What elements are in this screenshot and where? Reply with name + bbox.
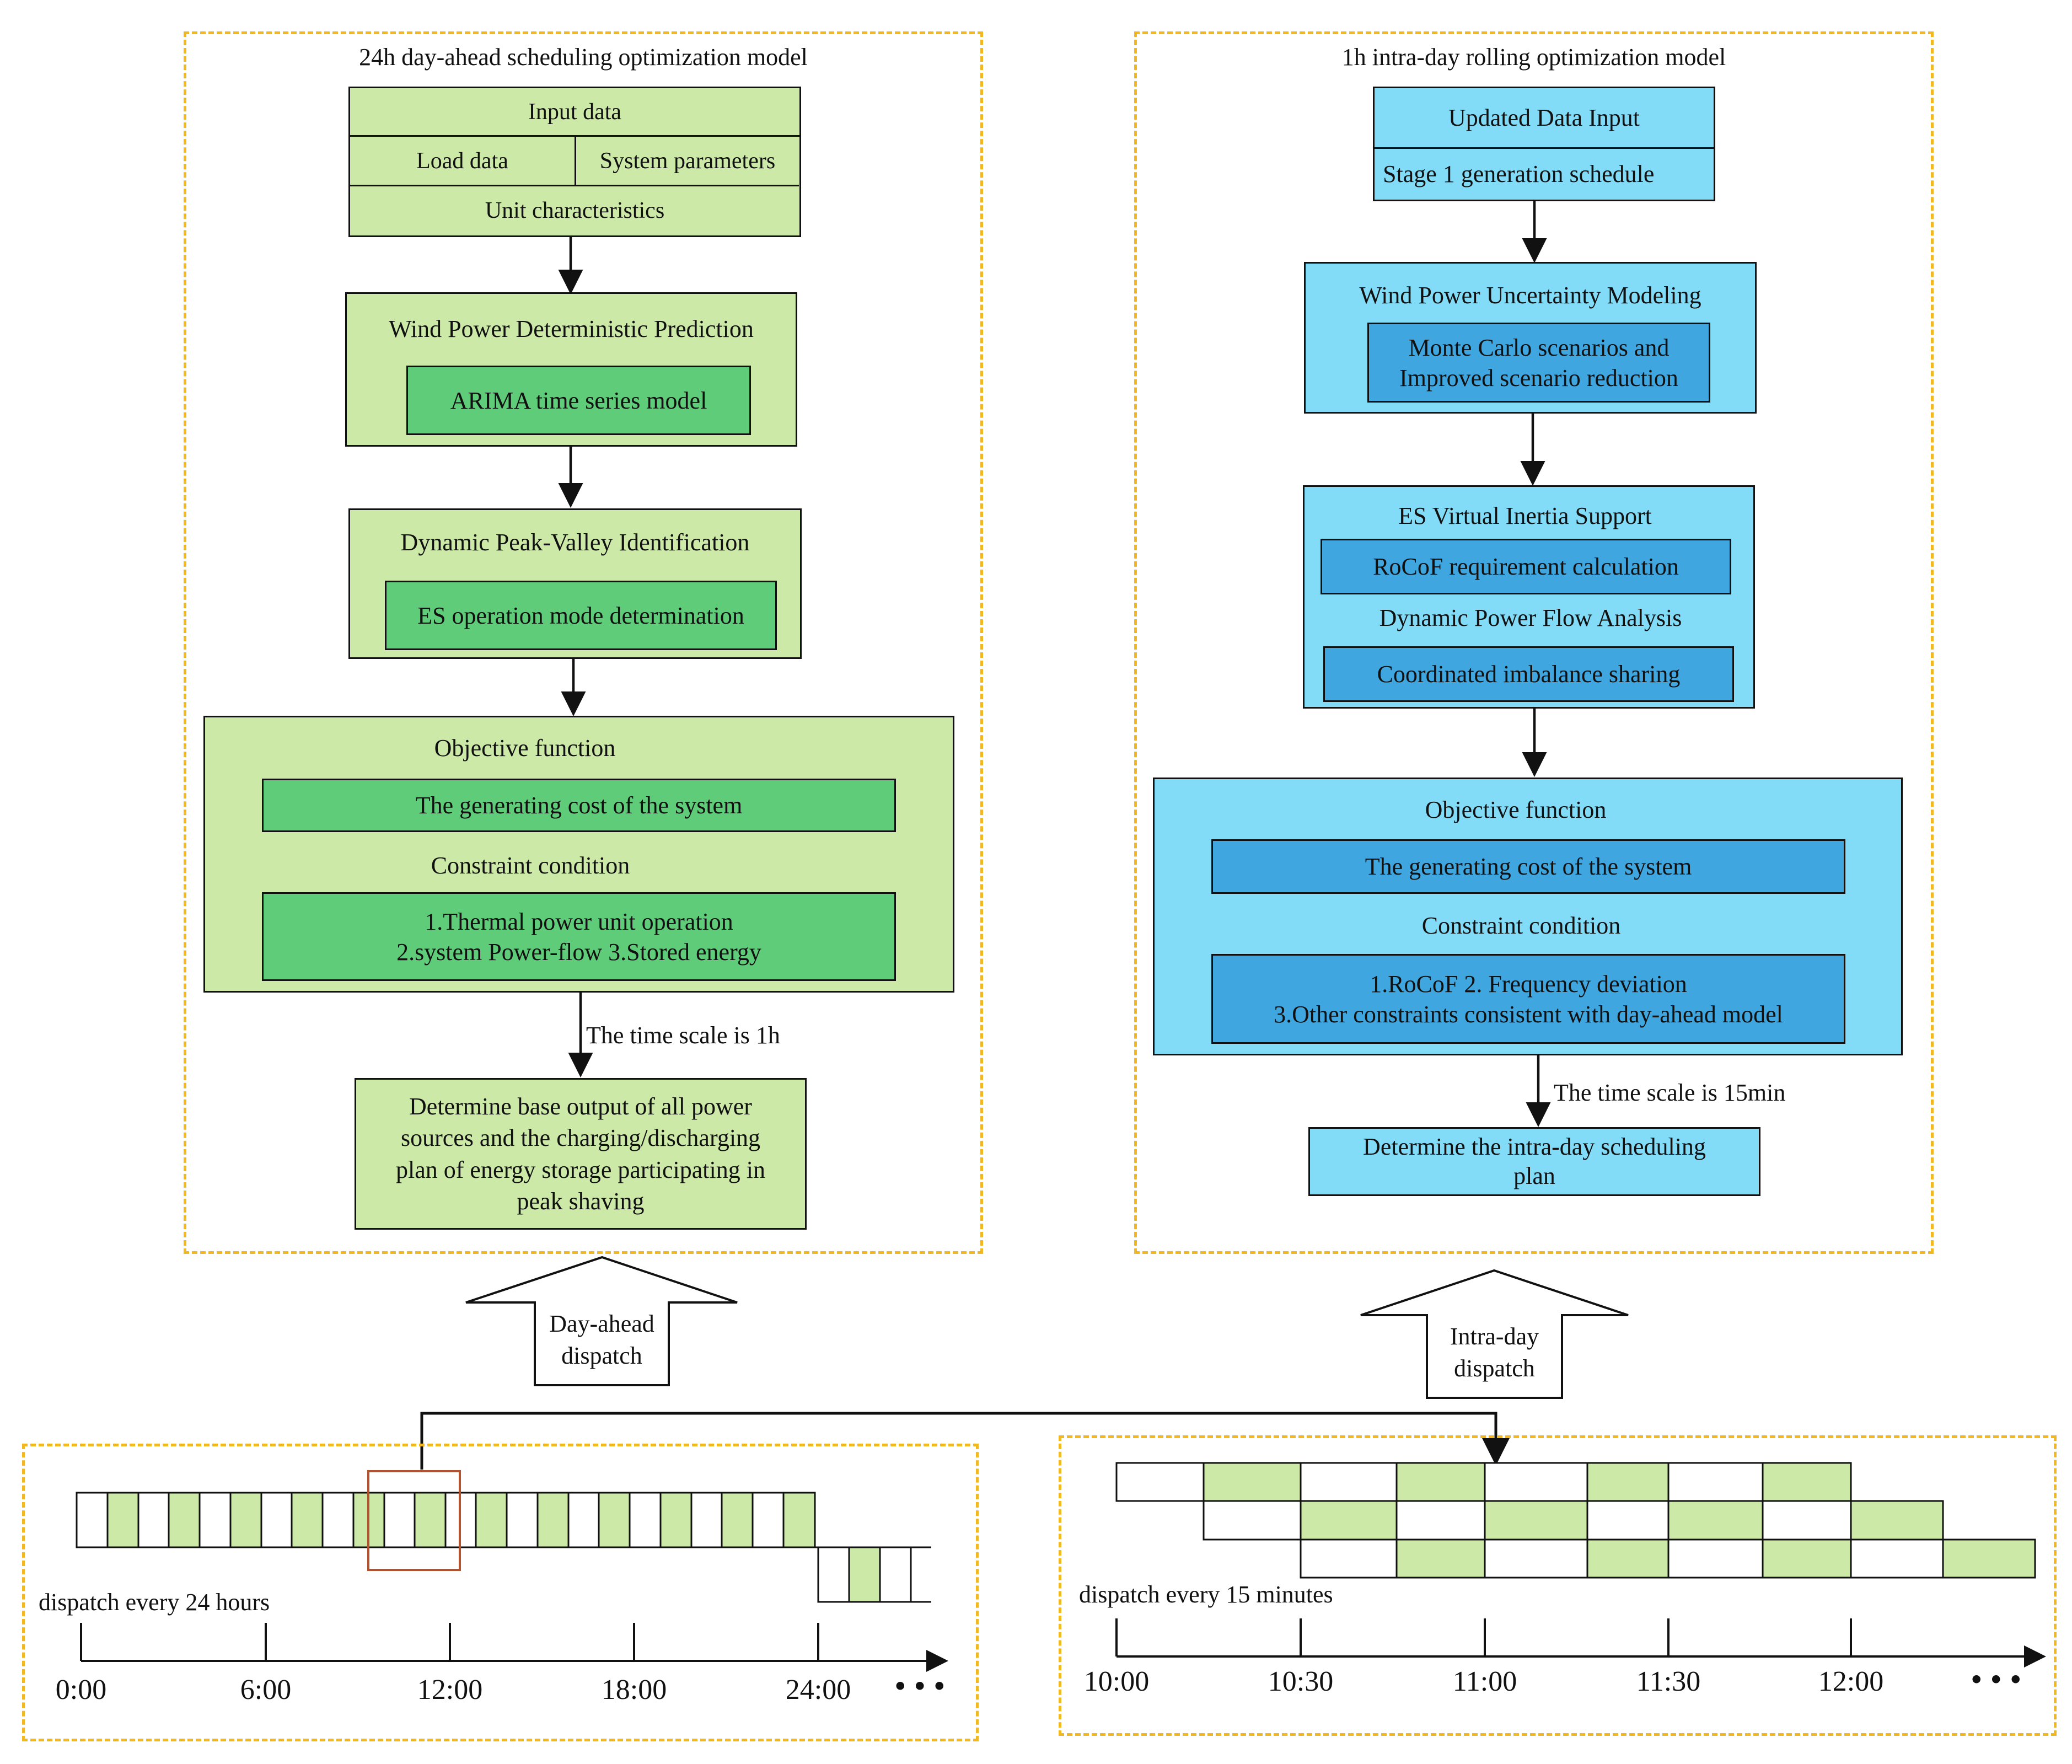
selected-hour-highlight xyxy=(367,1470,461,1571)
intra-day-caption: dispatch every 15 minutes xyxy=(1079,1581,1333,1608)
intra-day-rolling-grid xyxy=(1115,1462,2036,1579)
intra-day-model-frame xyxy=(1134,31,1934,1254)
monte-carlo-line-2: Improved scenario reduction xyxy=(1399,364,1678,392)
input-data-header: Input data xyxy=(350,88,799,137)
power-flow-title: Dynamic Power Flow Analysis xyxy=(1379,604,1682,631)
right-constraints-box: 1.RoCoF 2. Frequency deviation 3.Other c… xyxy=(1211,954,1845,1044)
wind-prediction-title: Wind Power Deterministic Prediction xyxy=(389,315,754,342)
intra-day-axis xyxy=(1115,1618,2046,1668)
left-output-line-1: Determine base output of all power xyxy=(409,1093,752,1120)
day-ahead-caption: dispatch every 24 hours xyxy=(39,1589,270,1616)
intra-day-tick-2: 11:00 xyxy=(1452,1666,1517,1697)
right-constraint-title: Constraint condition xyxy=(1421,912,1621,939)
left-constraint-line-2: 2.system Power-flow 3.Stored energy xyxy=(396,938,761,966)
system-parameters-cell: System parameters xyxy=(576,137,799,186)
right-constraint-line-2: 3.Other constraints consistent with day-… xyxy=(1274,1000,1783,1028)
intra-day-timeline-frame xyxy=(1059,1435,2057,1736)
right-generating-cost-box: The generating cost of the system xyxy=(1211,839,1845,894)
day-ahead-tick-1: 6:00 xyxy=(240,1674,292,1706)
monte-carlo-line-1: Monte Carlo scenarios and xyxy=(1408,334,1670,361)
es-virtual-inertia-title: ES Virtual Inertia Support xyxy=(1398,502,1652,529)
updated-data-input: Updated Data Input xyxy=(1375,88,1714,149)
intra-day-tick-1: 10:30 xyxy=(1268,1666,1334,1697)
right-output-box: Determine the intra-day scheduling plan xyxy=(1308,1127,1760,1196)
rocof-requirement-box: RoCoF requirement calculation xyxy=(1321,539,1731,594)
es-operation-mode-box: ES operation mode determination xyxy=(385,581,777,650)
left-panel-title: 24h day-ahead scheduling optimization mo… xyxy=(359,44,808,71)
coordinated-sharing-box: Coordinated imbalance sharing xyxy=(1323,646,1734,702)
monte-carlo-box: Monte Carlo scenarios and Improved scena… xyxy=(1367,323,1710,403)
peak-valley-title: Dynamic Peak-Valley Identification xyxy=(400,529,750,556)
intra-day-tick-4: 12:00 xyxy=(1818,1666,1884,1697)
left-constraint-line-1: 1.Thermal power unit operation xyxy=(425,908,733,935)
right-constraint-line-1: 1.RoCoF 2. Frequency deviation xyxy=(1370,970,1687,998)
right-output-line-1: Determine the intra-day scheduling xyxy=(1363,1133,1706,1160)
input-data-block: Input data Load data System parameters U… xyxy=(348,87,801,237)
updated-data-block: Updated Data Input Stage 1 generation sc… xyxy=(1373,87,1715,201)
right-objective-title: Objective function xyxy=(1425,796,1607,823)
right-time-scale-label: The time scale is 15min xyxy=(1554,1079,1786,1106)
uncertainty-title: Wind Power Uncertainty Modeling xyxy=(1359,282,1701,309)
left-output-line-3: plan of energy storage participating in xyxy=(396,1156,765,1183)
left-output-line-4: peak shaving xyxy=(517,1187,645,1215)
intra-day-arrow-label-1: Intra-day xyxy=(1450,1323,1539,1350)
day-ahead-arrow-label-2: dispatch xyxy=(561,1342,642,1369)
right-panel-title: 1h intra-day rolling optimization model xyxy=(1341,44,1726,71)
day-ahead-model-frame xyxy=(184,31,983,1254)
load-data-cell: Load data xyxy=(350,137,576,186)
day-ahead-timeline-frame xyxy=(22,1444,979,1741)
left-output-line-2: sources and the charging/discharging xyxy=(400,1124,761,1152)
day-ahead-tick-3: 18:00 xyxy=(601,1674,667,1706)
day-ahead-ellipsis: ••• xyxy=(892,1671,951,1703)
day-ahead-arrow-label-1: Day-ahead xyxy=(549,1310,654,1337)
right-output-line-2: plan xyxy=(1513,1162,1555,1189)
left-constraints-box: 1.Thermal power unit operation 2.system … xyxy=(262,892,896,981)
intra-day-tick-3: 11:30 xyxy=(1636,1666,1701,1697)
day-ahead-tick-0: 0:00 xyxy=(55,1674,107,1706)
left-objective-title: Objective function xyxy=(434,734,616,762)
left-constraint-title: Constraint condition xyxy=(431,852,630,879)
intra-day-tick-0: 10:00 xyxy=(1083,1666,1150,1697)
day-ahead-dispatch-arrow xyxy=(465,1256,738,1386)
day-ahead-slot-strip xyxy=(76,1470,931,1603)
day-ahead-axis xyxy=(80,1623,948,1672)
intra-day-arrow-label-2: dispatch xyxy=(1454,1355,1535,1382)
left-output-box: Determine base output of all power sourc… xyxy=(355,1078,807,1230)
unit-characteristics-cell: Unit characteristics xyxy=(485,198,665,223)
left-generating-cost-box: The generating cost of the system xyxy=(262,779,896,832)
left-time-scale-label: The time scale is 1h xyxy=(586,1022,780,1049)
arima-model-box: ARIMA time series model xyxy=(406,366,751,435)
stage1-schedule: Stage 1 generation schedule xyxy=(1383,160,1655,187)
day-ahead-tick-4: 24:00 xyxy=(785,1674,851,1706)
intra-day-dispatch-arrow xyxy=(1360,1269,1629,1399)
day-ahead-tick-2: 12:00 xyxy=(417,1674,483,1706)
intra-day-ellipsis: ••• xyxy=(1968,1664,2027,1696)
